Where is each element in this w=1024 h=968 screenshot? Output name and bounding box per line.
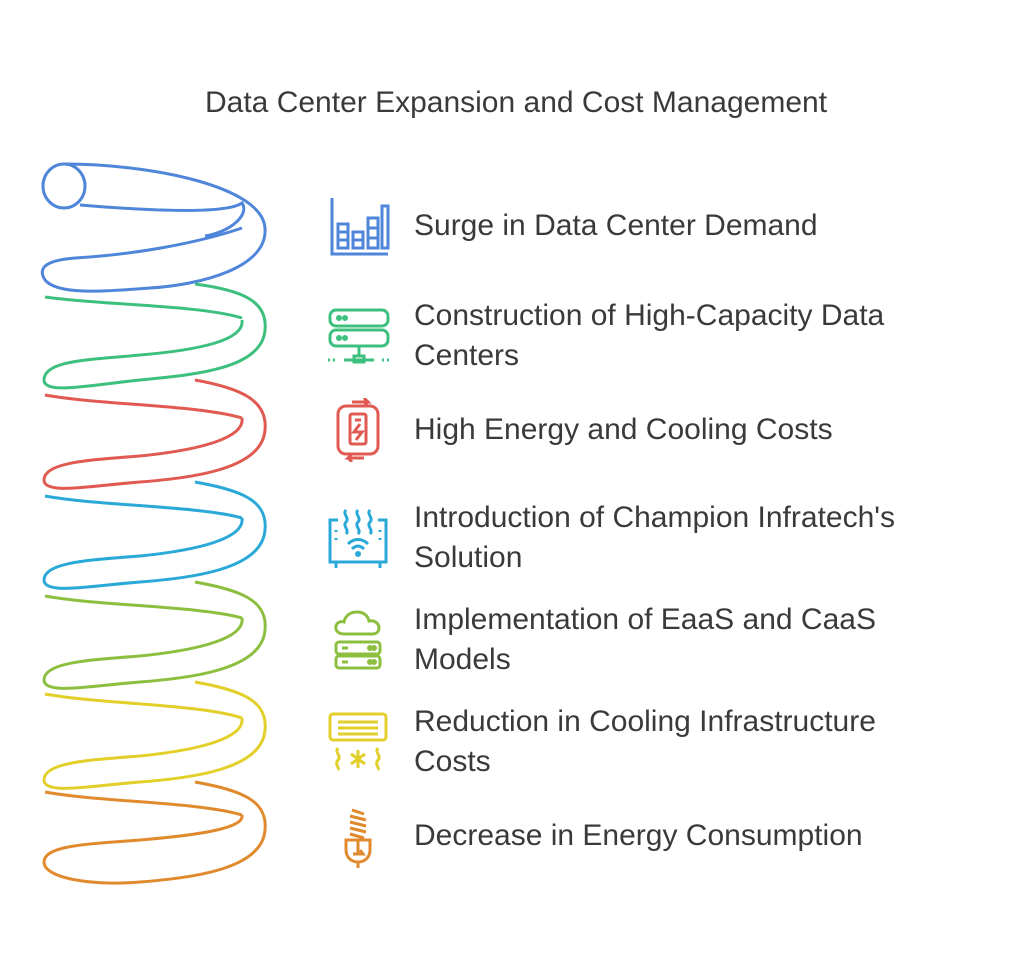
heater-wifi-icon (326, 506, 390, 570)
air-conditioner-icon (326, 710, 390, 774)
step-3-label: High Energy and Cooling Costs (414, 413, 833, 446)
step-4-label: Introduction of Champion Infratech's Sol… (414, 501, 895, 574)
cloud-server-icon (326, 608, 390, 672)
step-4: Introduction of Champion Infratech's Sol… (326, 498, 1006, 578)
step-7: Decrease in Energy Consumption (326, 804, 1006, 868)
coil-segment-3 (42, 378, 267, 490)
coil-segment-4 (42, 480, 267, 590)
coil-segment-7 (42, 780, 267, 885)
diagram-title: Data Center Expansion and Cost Managemen… (205, 86, 828, 119)
battery-cycle-icon (326, 398, 390, 462)
coil-segment-6 (42, 680, 267, 790)
coil-segment-2 (42, 282, 267, 390)
coil-segment-1 (40, 162, 267, 293)
step-6-label: Reduction in Cooling Infrastructure Cost… (414, 705, 876, 778)
step-1-label: Surge in Data Center Demand (414, 209, 818, 242)
energy-bulb-icon (326, 804, 390, 868)
step-6: Reduction in Cooling Infrastructure Cost… (326, 702, 1006, 782)
spring-coil (40, 162, 267, 885)
step-5-label: Implementation of EaaS and CaaS Models (414, 603, 876, 676)
step-2: Construction of High-Capacity Data Cente… (326, 296, 1006, 376)
step-1: Surge in Data Center Demand (326, 194, 1006, 258)
step-7-label: Decrease in Energy Consumption (414, 819, 863, 852)
step-5: Implementation of EaaS and CaaS Models (326, 600, 1006, 680)
step-3: High Energy and Cooling Costs (326, 398, 1006, 462)
bar-chart-icon (326, 194, 390, 258)
server-rack-icon (326, 304, 390, 368)
step-2-label: Construction of High-Capacity Data Cente… (414, 299, 885, 372)
coil-segment-5 (42, 580, 267, 690)
